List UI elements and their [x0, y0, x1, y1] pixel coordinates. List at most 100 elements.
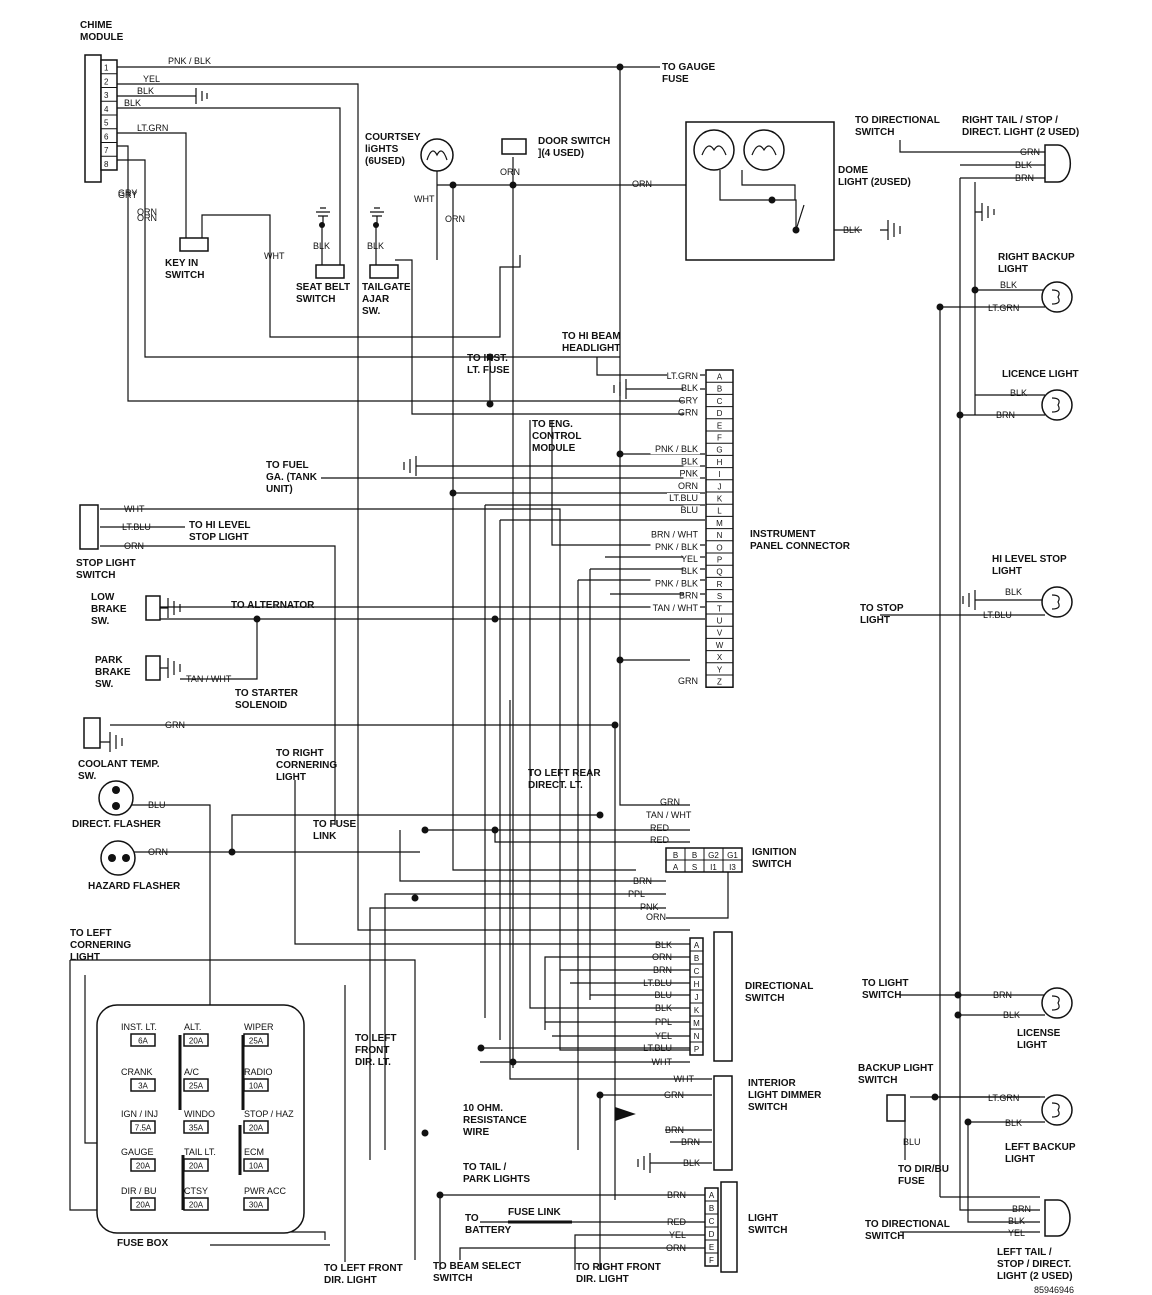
- wire-rt-brn: BRN: [1015, 173, 1034, 183]
- ipc-wire-K: LT.BLU: [669, 493, 698, 503]
- label-to-gauge-fuse-0: TO GAUGE: [662, 62, 715, 73]
- ign-wire-3: RED: [650, 835, 670, 845]
- ipc-pin-E: E: [717, 421, 722, 430]
- fuse-amp-13: 20A: [189, 1201, 204, 1210]
- label-ignition-switch-0: IGNITION: [752, 847, 796, 858]
- right-backup-light: [1041, 281, 1073, 313]
- hazard-flasher: [100, 840, 136, 876]
- label-to-fuel-gauge-2: UNIT): [266, 484, 293, 495]
- label-left-tail-light-2: LIGHT (2 USED): [997, 1271, 1073, 1282]
- label-to-left-front-dir-mid-2: DIR. LT.: [355, 1057, 391, 1068]
- splice-dot: [486, 353, 494, 361]
- chime-pin-8: 8: [104, 160, 109, 169]
- wire-hls-blk: BLK: [1005, 587, 1022, 597]
- chime-pin-4: 4: [104, 105, 109, 114]
- label-ten-ohm-0: 10 OHM.: [463, 1103, 503, 1114]
- label-left-tail-light-1: STOP / DIRECT.: [997, 1259, 1071, 1270]
- ipc-pin-L: L: [717, 507, 722, 516]
- label-to-battery-0: TO: [465, 1213, 479, 1224]
- splice-dot: [596, 811, 604, 819]
- fuse-amp-0: 6A: [138, 1037, 148, 1046]
- fuse-name-8: STOP / HAZ: [244, 1109, 294, 1119]
- label-to-dir-bu-fuse-1: FUSE: [898, 1176, 925, 1187]
- ipc-pin-H: H: [717, 458, 723, 467]
- chime-wire-4: LT.GRN: [137, 123, 168, 133]
- label-directional-switch-1: SWITCH: [745, 993, 784, 1004]
- label-license-light-0: LICENSE: [1017, 1028, 1061, 1039]
- ign-wire-2: RED: [650, 823, 670, 833]
- ign-bot-1: S: [692, 863, 697, 872]
- ipc-wire-B: BLK: [681, 383, 698, 393]
- ign-bot-0: A: [673, 863, 679, 872]
- label-to-tail-park-0: TO TAIL /: [463, 1162, 507, 1173]
- lsw-pin-D: D: [709, 1230, 715, 1239]
- ipc-wire-L: BLU: [680, 505, 698, 515]
- splice-dot: [964, 1118, 972, 1126]
- wire-hls-ltblu: LT.BLU: [983, 610, 1012, 620]
- ipc-pin-F: F: [717, 434, 722, 443]
- label-fuse-link-0: FUSE LINK: [508, 1207, 562, 1218]
- dimmer-wire-0: WHT: [674, 1074, 695, 1084]
- coolant-temp-switch: [83, 717, 101, 749]
- fuse-name-7: WINDO: [184, 1109, 215, 1119]
- ign-bot-3: I3: [729, 863, 736, 872]
- ipc-pin-S: S: [717, 592, 722, 601]
- lsw-pin-C: C: [709, 1217, 715, 1226]
- wire-orn-chime: ORN: [137, 213, 157, 223]
- wire-ltblu-stop: LT.BLU: [122, 522, 151, 532]
- label-to-left-cornering-1: CORNERING: [70, 940, 131, 951]
- wire-rt-grn: GRN: [1020, 147, 1040, 157]
- label-directional-switch-0: DIRECTIONAL: [745, 981, 813, 992]
- key-in-switch: [179, 237, 209, 252]
- ground-symbol-tailgate: [370, 207, 384, 225]
- label-to-hi-beam-1: HEADLIGHT: [562, 343, 620, 354]
- splice-dot: [491, 615, 499, 623]
- ign-bot-2: I1: [710, 863, 717, 872]
- ipc-wire-C: GRY: [679, 395, 698, 405]
- label-door-switch-1: ](4 USED): [538, 148, 584, 159]
- label-to-directional-switch-top-1: SWITCH: [855, 127, 894, 138]
- lsw-pin-B: B: [709, 1204, 714, 1213]
- fuse-name-4: A/C: [184, 1067, 200, 1077]
- dsw-wire-1: ORN: [652, 952, 672, 962]
- ign-wire-1: TAN / WHT: [646, 810, 692, 820]
- splice-dot: [449, 181, 457, 189]
- ipc-wire-A: LT.GRN: [667, 371, 698, 381]
- fuse-group: INST. LT.6AALT.20AWIPER25ACRANK3AA/C25AR…: [121, 1022, 294, 1211]
- dsw-pin-B: B: [694, 954, 699, 963]
- label-stop-light-switch-0: STOP LIGHT: [76, 558, 136, 569]
- label-fuse-box-0: FUSE BOX: [117, 1238, 168, 1249]
- fuse-amp-5: 10A: [249, 1082, 264, 1091]
- ign-top-2: G2: [708, 851, 719, 860]
- dsw-wire-2: BRN: [653, 965, 672, 975]
- fuse-name-1: ALT.: [184, 1022, 201, 1032]
- label-light-switch-1: SWITCH: [748, 1225, 787, 1236]
- ipc-wire-S: BRN: [679, 591, 698, 601]
- label-seat-belt-switch-0: SEAT BELT: [296, 282, 350, 293]
- label-ten-ohm-2: WIRE: [463, 1127, 489, 1138]
- fuse-amp-8: 20A: [249, 1124, 264, 1133]
- splice-dot: [596, 1091, 604, 1099]
- fuse-amp-6: 7.5A: [135, 1124, 152, 1133]
- ipc-pin-J: J: [718, 482, 722, 491]
- label-interior-dimmer-1: LIGHT DIMMER: [748, 1090, 822, 1101]
- label-to-inst-fuse-0: TO INST.: [467, 353, 508, 364]
- dsw-pin-M: M: [693, 1019, 700, 1028]
- ipc-wire-P: YEL: [681, 554, 698, 564]
- wire-lt-brn: BRN: [1012, 1204, 1031, 1214]
- dsw-wire-3: LT.BLU: [643, 978, 672, 988]
- ipc-wire-R: PNK / BLK: [655, 578, 698, 588]
- label-right-tail-light-0: RIGHT TAIL / STOP /: [962, 115, 1058, 126]
- label-to-right-cornering-1: CORNERING: [276, 760, 337, 771]
- ipc-wire-Z: GRN: [678, 676, 698, 686]
- ipc-pin-O: O: [716, 543, 722, 552]
- fuse-amp-3: 3A: [138, 1082, 148, 1091]
- label-to-light-switch-1: SWITCH: [862, 990, 901, 1001]
- lsw-pin-F: F: [709, 1256, 714, 1265]
- label-dome-light-1: LIGHT (2USED): [838, 177, 911, 188]
- label-to-directional-switch-top-0: TO DIRECTIONAL: [855, 115, 940, 126]
- splice-dot: [931, 1093, 939, 1101]
